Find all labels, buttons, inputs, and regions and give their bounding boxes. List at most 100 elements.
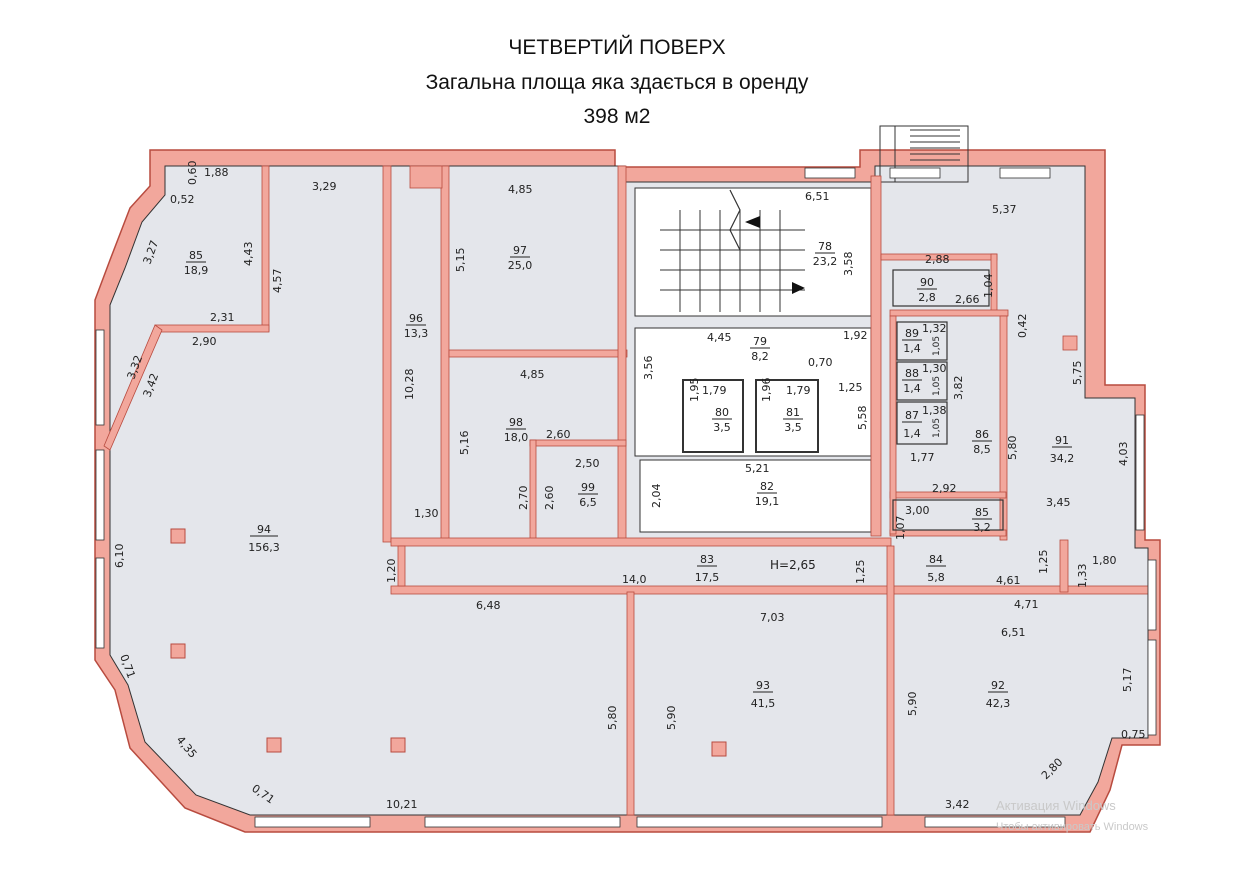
- room-number: 92: [991, 679, 1005, 692]
- room-number: 96: [409, 312, 423, 325]
- room-number: 79: [753, 335, 767, 348]
- dimension-label: 1,32: [922, 322, 947, 335]
- dimension-label: 5,90: [906, 692, 919, 717]
- room-area: 1,4: [903, 382, 921, 395]
- room-number: 93: [756, 679, 770, 692]
- dimension-label: 10,21: [386, 798, 418, 811]
- dimension-label: 3,82: [952, 376, 965, 401]
- dimension-label: 2,31: [210, 311, 235, 324]
- dimension-label: 5,17: [1121, 668, 1134, 693]
- room-number: 82: [760, 480, 774, 493]
- dimension-label: 5,21: [745, 462, 770, 475]
- room-number: 80: [715, 406, 729, 419]
- dimension-label: 3,42: [945, 798, 970, 811]
- room-number: 99: [581, 481, 595, 494]
- dimension-label: 0,70: [808, 356, 833, 369]
- dimension-label: 5,16: [458, 431, 471, 456]
- dimension-label: 0,75: [1121, 728, 1146, 741]
- dimension-label: 2,04: [650, 484, 663, 509]
- rental-area-subtitle: Загальна площа яка здається в оренду: [425, 71, 809, 94]
- dimension-label: 1,80: [1092, 554, 1117, 567]
- stair-steps: [660, 189, 805, 312]
- dimension-label: 1,96: [760, 378, 773, 403]
- dimension-label: 5,58: [856, 406, 869, 431]
- exterior-stair: [879, 125, 969, 183]
- dimension-label: 1,88: [204, 166, 229, 179]
- room-area: 8,2: [751, 350, 769, 363]
- room-number: 94: [257, 523, 271, 536]
- dimension-label: 5,37: [992, 203, 1017, 216]
- room-area: 25,0: [508, 259, 533, 272]
- elevator-81: [755, 379, 819, 453]
- dimension-label: 1,04: [982, 274, 995, 299]
- dimension-label: 7,03: [760, 611, 785, 624]
- room-number: 85: [189, 249, 203, 262]
- dimension-label: 6,51: [805, 190, 830, 203]
- room-labels: 85 18,9 96 13,3 97 25,0 98 18,0 99 6,5 7…: [184, 240, 1075, 710]
- room-number: 91: [1055, 434, 1069, 447]
- elevator-80: [682, 379, 744, 453]
- columns: [170, 528, 727, 757]
- room-area: 3,5: [713, 421, 731, 434]
- dimension-label: 6,51: [1001, 626, 1026, 639]
- room-area: 2,8: [918, 291, 936, 304]
- height-label: H=2,65: [770, 558, 816, 572]
- room-number: 78: [818, 240, 832, 253]
- dimension-label: 4,03: [1117, 442, 1130, 467]
- dimension-label: 1,92: [843, 329, 868, 342]
- dimension-label: 3,45: [1046, 496, 1071, 509]
- room-area: 3,2: [973, 521, 991, 534]
- dimension-label: 1,33: [1076, 564, 1089, 589]
- dimension-label: 2,60: [546, 428, 571, 441]
- dimension-label: 6,10: [113, 544, 126, 569]
- room-number: 98: [509, 416, 523, 429]
- room-area: 1,4: [903, 342, 921, 355]
- room-number: 84: [929, 553, 943, 566]
- room-area: 42,3: [986, 697, 1011, 710]
- watermark-line1: Активация Windows: [996, 798, 1116, 813]
- room-number: 88: [905, 367, 919, 380]
- dimension-label: 0,42: [1016, 314, 1029, 339]
- dimension-label: 2,88: [925, 253, 950, 266]
- dimension-label: 4,45: [707, 331, 732, 344]
- dimension-labels: 1,88 0,60 0,52 3,27 4,43 4,57 2,31 2,90 …: [113, 161, 1146, 812]
- dimension-label: 1,95: [688, 378, 701, 403]
- dimension-label: 1,38: [922, 404, 947, 417]
- dimension-label: 1,05: [932, 376, 942, 396]
- dimension-label: 14,0: [622, 573, 647, 586]
- dimension-label: 5,90: [665, 706, 678, 731]
- dimension-label: 3,56: [642, 356, 655, 381]
- room-area: 6,5: [579, 496, 597, 509]
- dimension-label: 1,20: [385, 559, 398, 584]
- windows: [95, 167, 1157, 828]
- dimension-label: 4,43: [242, 242, 255, 267]
- dimension-label: 1,05: [932, 418, 942, 438]
- wc-rooms: [892, 269, 1004, 531]
- room-number: 86: [975, 428, 989, 441]
- dimension-label: 0,60: [186, 161, 199, 186]
- dimension-label: 3,29: [312, 180, 337, 193]
- dimension-label: 2,66: [955, 293, 980, 306]
- dimension-label: 2,70: [517, 486, 530, 511]
- dimension-label: 0,52: [170, 193, 195, 206]
- stair-arrow-icon: [745, 216, 760, 228]
- dimension-label: 4,61: [996, 574, 1021, 587]
- room-area: 18,0: [504, 431, 529, 444]
- room-number: 89: [905, 327, 919, 340]
- room-number: 90: [920, 276, 934, 289]
- stair-arrow-icon: [792, 282, 805, 294]
- dimension-label: 4,85: [508, 183, 533, 196]
- room-number: 97: [513, 244, 527, 257]
- core-82: [639, 459, 872, 533]
- room-number: 83: [700, 553, 714, 566]
- rental-area-total: 398 м2: [583, 105, 651, 128]
- floor-title: ЧЕТВЕРТИЙ ПОВЕРХ: [508, 36, 726, 59]
- dimension-label: 2,60: [543, 486, 556, 511]
- room-area: 41,5: [751, 697, 776, 710]
- watermark-line2: Чтобы активировать Windows: [996, 821, 1149, 833]
- room-area: 13,3: [404, 327, 429, 340]
- dimension-label: 3,00: [905, 504, 930, 517]
- dimension-label: 4,71: [1014, 598, 1039, 611]
- dimension-label: 4,85: [520, 368, 545, 381]
